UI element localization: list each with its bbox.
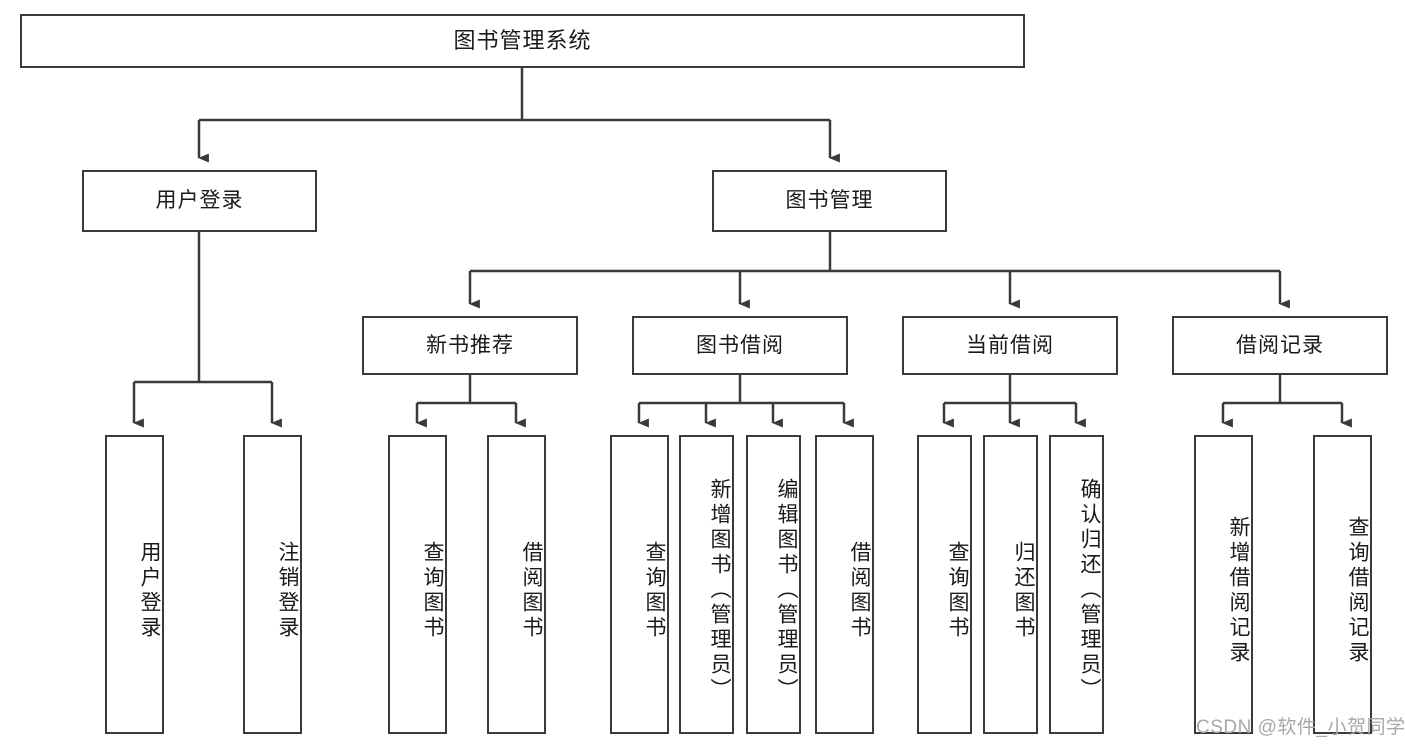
node-level3-book-borrow[interactable]: 图书借阅 xyxy=(632,316,848,375)
leaf-borrow-book[interactable]: 借阅图书 xyxy=(815,435,874,734)
leaf-user-login[interactable]: 用户登录 xyxy=(105,435,164,734)
leaf-add-borrow-record[interactable]: 新增借阅记录 xyxy=(1194,435,1253,734)
node-level3-current-borrow[interactable]: 当前借阅 xyxy=(902,316,1118,375)
leaf-query-borrow-record[interactable]: 查询借阅记录 xyxy=(1313,435,1372,734)
leaf-query-book-borrow[interactable]: 查询图书 xyxy=(610,435,669,734)
leaf-confirm-return-admin[interactable]: 确认归还（管理员） xyxy=(1049,435,1104,734)
leaf-return-book[interactable]: 归还图书 xyxy=(983,435,1038,734)
leaf-add-book-admin[interactable]: 新增图书（管理员） xyxy=(679,435,734,734)
leaf-edit-book-admin[interactable]: 编辑图书（管理员） xyxy=(746,435,801,734)
leaf-logout[interactable]: 注销登录 xyxy=(243,435,302,734)
leaf-borrow-book-recommend[interactable]: 借阅图书 xyxy=(487,435,546,734)
node-level3-new-book-recommend[interactable]: 新书推荐 xyxy=(362,316,578,375)
csdn-watermark: CSDN @软件_小贺同学 xyxy=(1196,717,1405,738)
node-root[interactable]: 图书管理系统 xyxy=(20,14,1025,68)
node-level3-borrow-record[interactable]: 借阅记录 xyxy=(1172,316,1388,375)
node-level2-book-management[interactable]: 图书管理 xyxy=(712,170,947,232)
node-level2-user-login[interactable]: 用户登录 xyxy=(82,170,317,232)
leaf-query-book-current[interactable]: 查询图书 xyxy=(917,435,972,734)
leaf-query-book-recommend[interactable]: 查询图书 xyxy=(388,435,447,734)
